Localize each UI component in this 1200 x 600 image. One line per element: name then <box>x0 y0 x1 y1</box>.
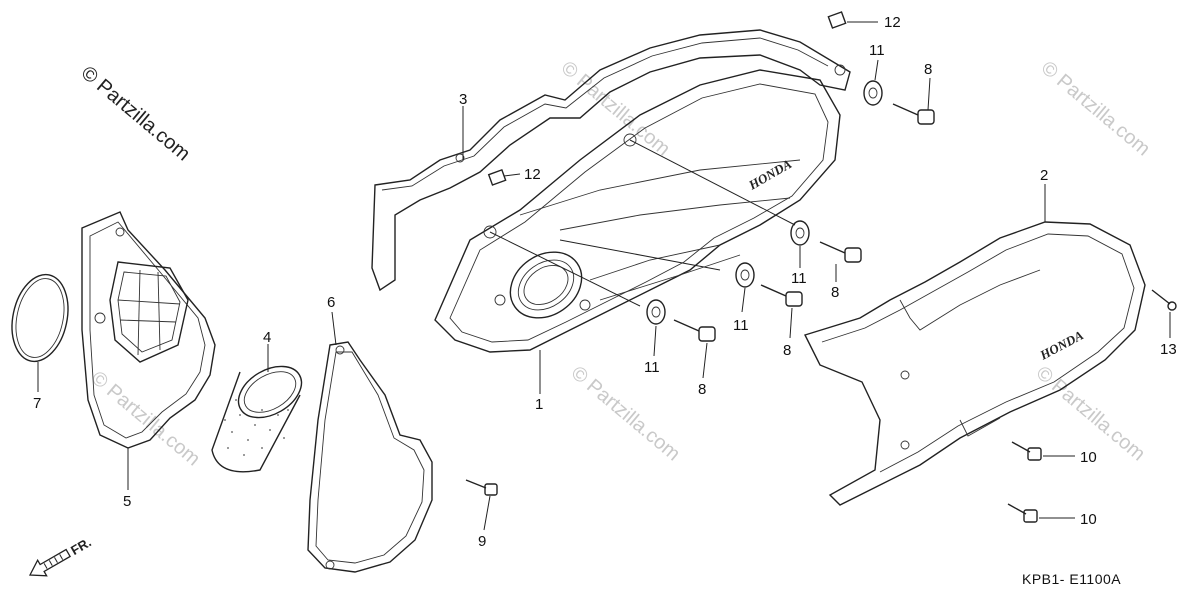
callout-10-upper: 10 <box>1080 449 1097 466</box>
part-filter-element <box>211 365 303 473</box>
callout-7: 7 <box>33 395 41 412</box>
callout-10-lower: 10 <box>1080 511 1097 528</box>
callout-11-second: 11 <box>791 270 807 287</box>
callout-11-fourth: 11 <box>644 359 660 376</box>
part-o-ring <box>11 273 69 363</box>
brand-mark-left-cover: HONDA <box>745 156 794 193</box>
callout-9: 9 <box>478 533 486 550</box>
part-housing-screen <box>81 211 216 449</box>
callout-5: 5 <box>123 493 131 510</box>
callout-8-fourth: 8 <box>698 381 706 398</box>
callout-1: 1 <box>535 396 543 413</box>
leader-lines <box>37 21 1171 531</box>
part-inner-cover <box>307 341 433 573</box>
front-arrow-label: FR. <box>68 534 94 557</box>
callout-12-top: 12 <box>884 14 901 31</box>
front-direction-arrow: FR. <box>28 534 94 577</box>
watermark-tile: © Partzilla.com <box>567 362 684 465</box>
diagram-code: KPB1- E1100A <box>1022 571 1121 587</box>
watermark-tile: © Partzilla.com <box>1037 57 1154 160</box>
callout-8-third: 8 <box>783 342 791 359</box>
part-crankcase-cover: HONDA <box>371 29 851 353</box>
callout-6: 6 <box>327 294 335 311</box>
callout-11-top: 11 <box>869 42 885 59</box>
watermark-main: © Partzilla.com <box>77 62 194 165</box>
fasteners <box>465 11 1177 523</box>
callout-2: 2 <box>1040 167 1048 184</box>
callout-11-third: 11 <box>733 317 749 334</box>
brand-mark-right-cover: HONDA <box>1036 327 1086 363</box>
callout-8-top: 8 <box>924 61 932 78</box>
watermark-tile: © Partzilla.com <box>87 367 204 470</box>
callout-13: 13 <box>1160 341 1177 358</box>
callout-8-second: 8 <box>831 284 839 301</box>
callouts: 12 12 3 11 8 11 8 11 8 11 8 1 2 13 10 10… <box>33 14 1177 550</box>
callout-3: 3 <box>459 91 467 108</box>
callout-4: 4 <box>263 329 271 346</box>
callout-12-mid: 12 <box>524 166 541 183</box>
